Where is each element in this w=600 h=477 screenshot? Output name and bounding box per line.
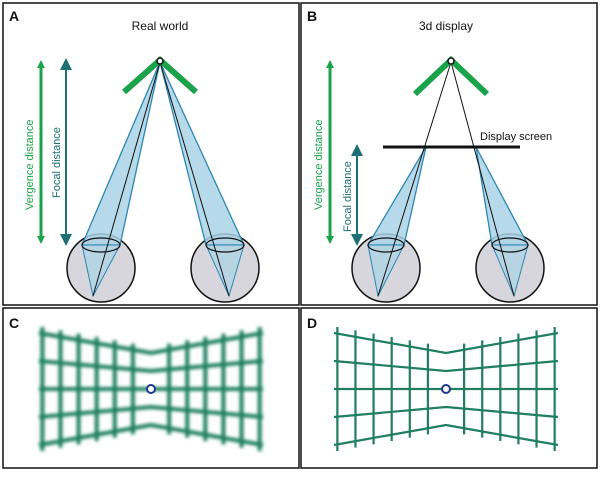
panel-b-frame [300,2,598,306]
panel-c-frame [2,307,300,469]
left-lens-b [367,237,405,253]
panel-a-letter: A [9,8,19,24]
grid-horizontal-line [38,422,264,447]
grid-c-blurred [38,327,264,451]
focal-label-a: Focal distance [51,127,63,198]
left-retina-cone [81,244,121,298]
panel-b-letter: B [307,8,317,24]
panel-b-diagram: Display screen Vergence distance Focal d… [313,55,552,303]
focal-arrow-b-head-top [351,144,363,156]
right-visual-axis-b [450,61,515,297]
focal-label-b: Focal distance [342,161,354,232]
focal-arrow-a-head-bottom [60,234,72,246]
right-lens-b [491,237,529,253]
right-light-cone [159,61,246,246]
grid-horizontal-line [38,359,264,374]
vergence-label-a: Vergence distance [24,119,36,210]
left-visual-axis [92,61,161,297]
focal-arrow-b-head-bottom [351,234,363,246]
panel-d-letter: D [307,315,317,331]
left-light-cone [81,61,161,246]
left-light-cone-b [366,146,427,246]
panel-c-letter: C [9,315,19,331]
display-screen-label: Display screen [480,131,552,143]
panel-a-diagram: Vergence distance Focal distance [24,55,260,303]
fixation-point-b [447,57,455,65]
right-visual-axis [159,61,230,297]
object-chevron-b [412,55,490,97]
right-retina-cone-b [491,244,529,298]
grid-horizontal-line [333,405,559,419]
panel-a-title: Real world [132,19,189,33]
left-visual-axis-b [377,61,452,297]
grid-horizontal-line [38,331,264,356]
right-lens [205,237,245,253]
right-light-cone-b [475,146,530,246]
fixation-marker-c [146,384,156,394]
panel-d-frame [300,307,598,469]
grid-horizontal-line [333,331,559,355]
vergence-label-b: Vergence distance [313,119,325,210]
panel-a-frame [2,2,300,306]
focal-arrow-a-head-top [60,58,72,70]
grid-horizontal-line [38,404,264,419]
left-lens [81,237,121,253]
grid-horizontal-line [333,359,559,373]
panel-b-title: 3d display [419,19,473,33]
right-retina-cone [205,244,245,298]
fixation-marker-d [441,384,451,394]
grid-horizontal-line [333,423,559,447]
fixation-point [156,57,164,65]
